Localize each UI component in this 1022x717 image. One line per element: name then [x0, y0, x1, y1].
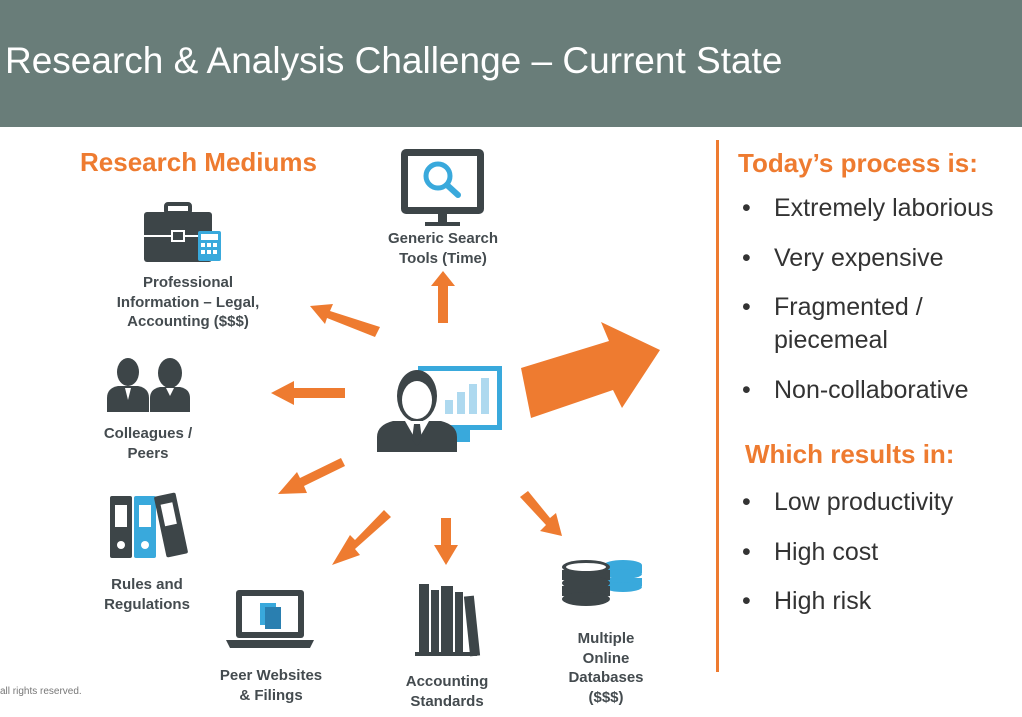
process-item: • Very expensive: [742, 242, 994, 275]
arrow-up: [431, 271, 455, 323]
label-line: & Filings: [239, 686, 303, 704]
process-item-text: Non-collaborative: [774, 375, 969, 404]
label-professional-info: Professional Information – Legal, Accoun…: [117, 273, 260, 332]
label-line: Colleagues /: [103, 425, 193, 442]
bullet-dot: •: [742, 243, 751, 272]
slide-title: Research & Analysis Challenge – Current …: [5, 40, 783, 81]
arrow-down-left-2: [332, 510, 391, 565]
header-bar: [0, 0, 1022, 127]
process-item: • Non-collaborative: [742, 374, 994, 407]
label-accounting-standards: Accounting Standards: [406, 672, 489, 711]
results-item: • High cost: [742, 536, 953, 569]
bullet-dot: •: [742, 587, 751, 615]
bullet-dot: •: [742, 537, 751, 566]
arrow-up-left: [310, 304, 380, 337]
label-line: Accounting: [405, 673, 489, 690]
label-generic-search: Generic Search Tools (Time): [388, 229, 498, 268]
label-line: Databases: [568, 669, 644, 686]
label-line: Tools (Time): [399, 249, 487, 267]
process-item-text: Extremely laborious: [774, 194, 994, 222]
label-line: Information – Legal,: [116, 293, 260, 311]
process-item: • Extremely laborious: [742, 192, 994, 225]
databases-icon: [562, 560, 642, 606]
process-item-text: Very expensive: [774, 243, 944, 272]
results-item-text: High risk: [774, 587, 872, 615]
analyst-icon: [377, 366, 502, 452]
results-item-text: Low productivity: [774, 488, 954, 516]
bullet-dot: •: [742, 293, 751, 321]
big-arrow-right: [521, 322, 660, 418]
process-item: • Fragmented / piecemeal: [742, 291, 994, 357]
results-title: Which results in:: [745, 439, 955, 469]
process-list: • Extremely laborious • Very expensive • Fr…: [742, 192, 994, 423]
arrow-down-right: [520, 491, 562, 536]
label-line: Professional: [142, 274, 234, 291]
results-item-text: High cost: [774, 537, 879, 566]
footer-text: all rights reserved.: [0, 686, 82, 697]
results-item: • Low productivity: [742, 486, 953, 519]
label-line: Online: [582, 649, 630, 667]
arrow-down: [434, 518, 458, 565]
label-line: Rules and: [111, 576, 183, 593]
label-line: Peers: [127, 444, 169, 462]
label-line: Multiple: [577, 630, 635, 647]
monitor-search-icon: [401, 149, 484, 226]
colleagues-icon: [107, 358, 190, 412]
books-icon: [415, 584, 481, 657]
label-line: Accounting ($$$): [127, 313, 249, 330]
label-rules: Rules and Regulations: [104, 575, 190, 614]
mediums-title: Research Mediums: [80, 147, 317, 177]
label-colleagues: Colleagues / Peers: [104, 424, 192, 463]
label-line: Generic Search: [387, 230, 499, 247]
arrow-left: [271, 381, 345, 405]
results-item: • High risk: [742, 585, 953, 618]
binders-icon: [110, 492, 188, 558]
process-title: Today’s process is:: [738, 148, 978, 178]
bullet-dot: •: [742, 488, 751, 516]
label-line: ($$$): [588, 688, 624, 706]
vertical-divider: [716, 140, 719, 672]
label-peer-websites: Peer Websites & Filings: [220, 666, 322, 705]
laptop-icon: [226, 590, 314, 648]
label-line: Standards: [410, 692, 484, 710]
label-line: Regulations: [104, 595, 190, 613]
label-line: Peer Websites: [219, 667, 323, 684]
arrow-down-left: [278, 458, 345, 494]
bullet-dot: •: [742, 194, 751, 222]
calculator-icon: [198, 231, 221, 261]
results-list: • Low productivity • High cost • High risk: [742, 486, 953, 635]
bullet-dot: •: [742, 375, 751, 404]
label-online-databases: Multiple Online Databases ($$$): [568, 629, 643, 707]
process-item-text: Fragmented / piecemeal: [774, 293, 923, 354]
